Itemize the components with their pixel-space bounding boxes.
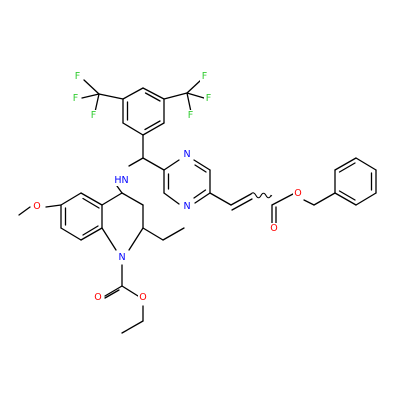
- fluorine-atom-label: F: [89, 110, 98, 121]
- svg-text:O: O: [33, 201, 40, 212]
- svg-text:N: N: [183, 201, 190, 212]
- svg-text:O: O: [94, 292, 101, 303]
- svg-text:F: F: [202, 71, 207, 82]
- amine-nh-label: HN: [113, 175, 130, 186]
- ester-ether-oxygen-label: O: [293, 188, 303, 199]
- svg-text:F: F: [206, 93, 211, 104]
- fluorine-atom-label: F: [200, 71, 209, 82]
- svg-text:O: O: [294, 188, 301, 199]
- quinoline-nitrogen-label: N: [117, 252, 127, 263]
- atom-labels: F F F F F F HN N N N O O O O O: [32, 71, 303, 303]
- svg-text:O: O: [139, 292, 146, 303]
- fluorine-atom-label: F: [204, 93, 213, 104]
- svg-text:N: N: [118, 252, 125, 263]
- svg-text:F: F: [75, 71, 80, 82]
- svg-text:F: F: [188, 110, 193, 121]
- svg-text:F: F: [91, 110, 96, 121]
- carbamate-carbonyl-oxygen-label: O: [93, 292, 103, 303]
- methoxy-oxygen-label: O: [32, 201, 42, 212]
- ester-carbonyl-oxygen-label: O: [269, 223, 279, 234]
- svg-text:F: F: [73, 93, 78, 104]
- svg-text:N: N: [183, 149, 190, 160]
- fluorine-atom-label: F: [71, 93, 80, 104]
- svg-text:O: O: [270, 223, 277, 234]
- bond-lines: [18, 79, 377, 334]
- svg-text:HN: HN: [114, 175, 128, 186]
- fluorine-atom-label: F: [73, 71, 82, 82]
- pyrimidine-nitrogen-label: N: [182, 149, 192, 160]
- carbamate-ether-oxygen-label: O: [138, 292, 148, 303]
- fluorine-atom-label: F: [186, 110, 195, 121]
- pyrimidine-nitrogen-label: N: [182, 201, 192, 212]
